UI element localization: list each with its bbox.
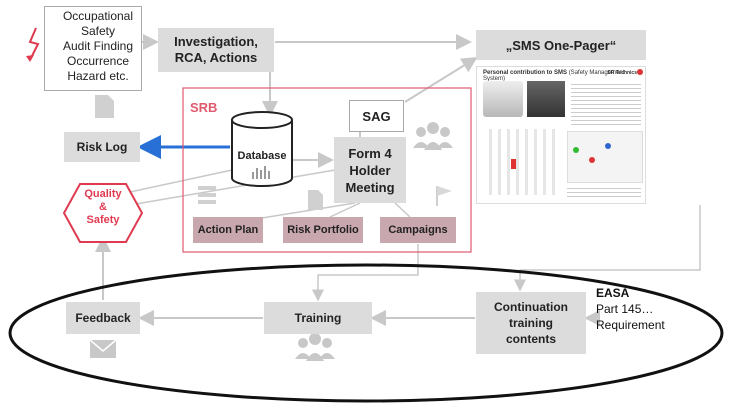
training-box[interactable]: Training [264, 302, 372, 334]
form4-line-3: Meeting [345, 179, 395, 195]
form4-line-2: Holder [349, 162, 391, 178]
line-form4-riskportfolio [329, 202, 361, 218]
document-icon-2 [308, 190, 323, 210]
investigation-line-2: RCA, Actions [174, 50, 258, 65]
database-icon [231, 111, 293, 187]
quality-safety-hexagon [62, 183, 144, 243]
arrow-sms-continuation [514, 205, 701, 292]
easa-line-2: Part 145… [596, 302, 654, 316]
sources-line-1: Occupational [62, 9, 134, 23]
flag-icon [436, 186, 452, 206]
sources-line-4: Occurrence [66, 54, 130, 68]
srb-label: SRB [190, 100, 218, 115]
thumbnail-brand: SR Technics [607, 70, 637, 76]
line-form4-actionplan [261, 202, 356, 219]
thumbnail-image-1 [483, 81, 523, 117]
quality-line-3: Safety [86, 214, 120, 226]
arrow-sag-sms [404, 56, 478, 103]
lightning-icon [28, 27, 40, 61]
form4-line-1: Form 4 [348, 145, 392, 161]
easa-requirement: EASA Part 145… Requirement [596, 285, 665, 333]
feedback-label: Feedback [75, 311, 131, 325]
sources-line-3: Audit Finding [62, 39, 134, 53]
continuation-line-1: Continuation [494, 300, 568, 314]
easa-line-3: Requirement [596, 318, 665, 332]
thumbnail-title: Personal contribution to SMS [483, 70, 568, 76]
continuation-line-3: contents [505, 332, 556, 346]
campaigns-box[interactable]: Campaigns [380, 217, 456, 243]
thumbnail-diagram-2 [567, 131, 643, 183]
quality-line-1: Quality [84, 188, 122, 200]
people-icon [413, 122, 453, 150]
continuation-training-box[interactable]: Continuation training contents [476, 292, 586, 354]
continuation-line-2: training [509, 316, 553, 330]
action-plan-box[interactable]: Action Plan [193, 217, 263, 243]
sag-label: SAG [362, 108, 391, 124]
sources-line-2: Safety [80, 24, 116, 38]
sms-one-pager-label: „SMS One-Pager“ [505, 37, 617, 53]
action-plan-label: Action Plan [197, 224, 259, 236]
list-icon [198, 186, 216, 204]
risk-portfolio-box[interactable]: Risk Portfolio [283, 217, 363, 243]
thumbnail-text-block [571, 81, 641, 125]
feedback-box[interactable]: Feedback [66, 302, 140, 334]
campaigns-label: Campaigns [388, 224, 448, 236]
continuous-improvement-ellipse [8, 263, 724, 403]
thumbnail-subtitle: (Safety Management System) [483, 70, 625, 82]
thumbnail-image-2 [527, 81, 565, 117]
easa-line-1: EASA [596, 286, 630, 300]
quality-safety-label[interactable]: Quality & Safety [64, 188, 142, 227]
form4-holder-meeting-box[interactable]: Form 4 Holder Meeting [334, 137, 406, 203]
people-icon-2 [295, 333, 335, 361]
line-quality-database [129, 169, 233, 193]
thumbnail-text-block-2 [567, 185, 641, 199]
document-icon [95, 95, 114, 118]
line-form4-campaigns [394, 202, 411, 218]
training-label: Training [294, 311, 342, 325]
database-label: Database [237, 150, 287, 162]
thumbnail-diagram-1 [483, 129, 559, 195]
sources-line-5: Hazard etc. [67, 69, 129, 83]
risk-portfolio-label: Risk Portfolio [287, 224, 359, 236]
investigation-box[interactable]: Investigation, RCA, Actions [158, 28, 274, 72]
investigation-line-1: Investigation, [174, 34, 258, 49]
sag-box[interactable]: SAG [349, 100, 404, 132]
brand-logo-icon [637, 69, 643, 75]
arrow-campaigns-training [312, 244, 419, 302]
mail-icon [89, 339, 117, 358]
sources-box: Occupational Safety Audit Finding Occurr… [44, 6, 142, 91]
risk-log-box[interactable]: Risk Log [64, 132, 140, 162]
quality-line-2: & [99, 201, 107, 213]
chart-icon [252, 166, 270, 179]
srb-frame [182, 87, 472, 253]
sms-one-pager-box[interactable]: „SMS One-Pager“ [476, 30, 646, 60]
sms-one-pager-thumbnail: Personal contribution to SMS (Safety Man… [476, 66, 646, 204]
line-quality-form4 [129, 169, 336, 206]
risk-log-label: Risk Log [76, 140, 128, 154]
